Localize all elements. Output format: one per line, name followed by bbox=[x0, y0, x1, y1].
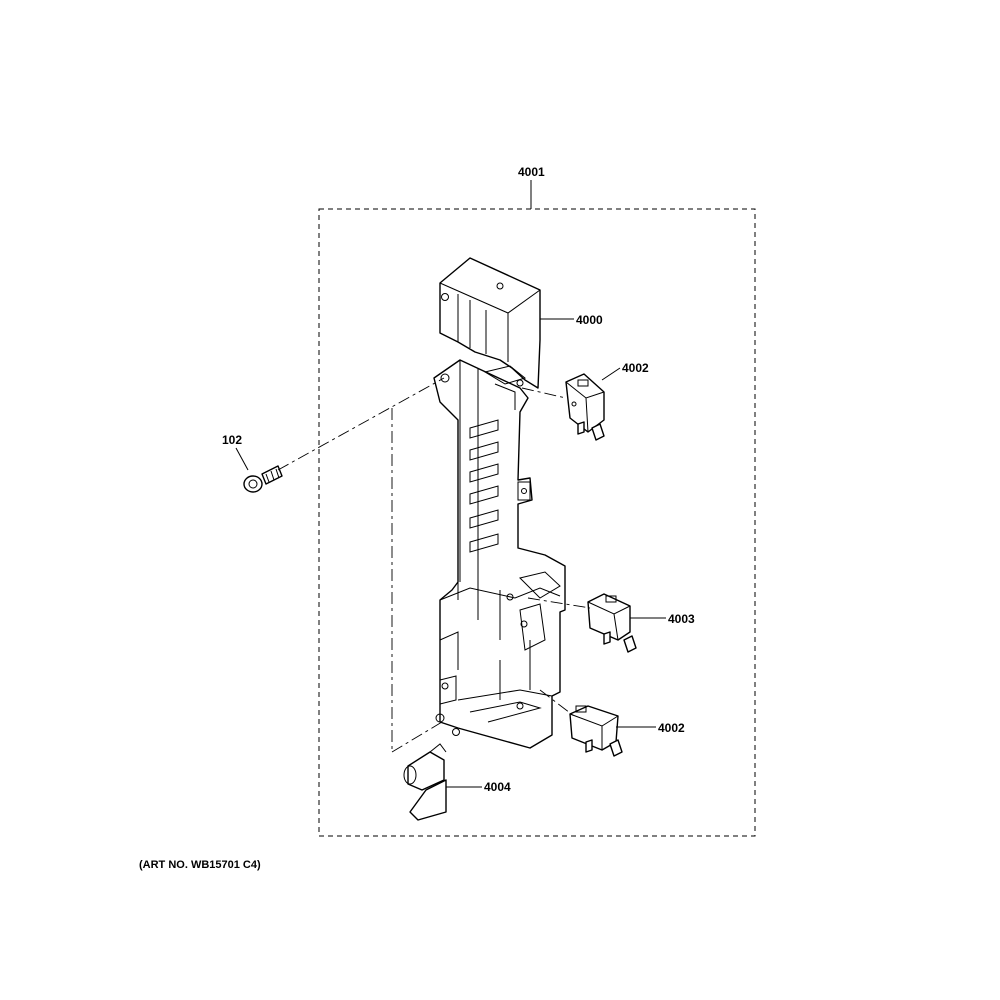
label-switch-top: 4002 bbox=[622, 361, 649, 375]
switch-middle-part bbox=[587, 593, 637, 653]
label-assembly: 4001 bbox=[518, 165, 545, 179]
screw-part bbox=[243, 465, 283, 493]
switch-top-leader bbox=[601, 367, 621, 381]
label-screw: 102 bbox=[222, 433, 243, 447]
label-switch-middle: 4003 bbox=[668, 612, 695, 626]
screw-leader bbox=[235, 447, 249, 471]
label-switch-bottom: 4002 bbox=[658, 721, 685, 735]
switch-bottom-part bbox=[569, 705, 623, 757]
switch-top-part bbox=[565, 373, 605, 441]
lever-part bbox=[403, 743, 447, 821]
alignment-line bbox=[277, 377, 445, 471]
latch-frame-part bbox=[433, 257, 566, 749]
alignment-line bbox=[539, 689, 575, 717]
label-latch-frame: 4000 bbox=[576, 313, 603, 327]
art-number: (ART NO. WB15701 C4) bbox=[139, 859, 261, 871]
alignment-line bbox=[391, 721, 443, 753]
alignment-line bbox=[521, 387, 567, 399]
alignment-line bbox=[527, 597, 591, 609]
label-lever: 4004 bbox=[484, 780, 511, 794]
assembly-boundary bbox=[318, 208, 756, 837]
